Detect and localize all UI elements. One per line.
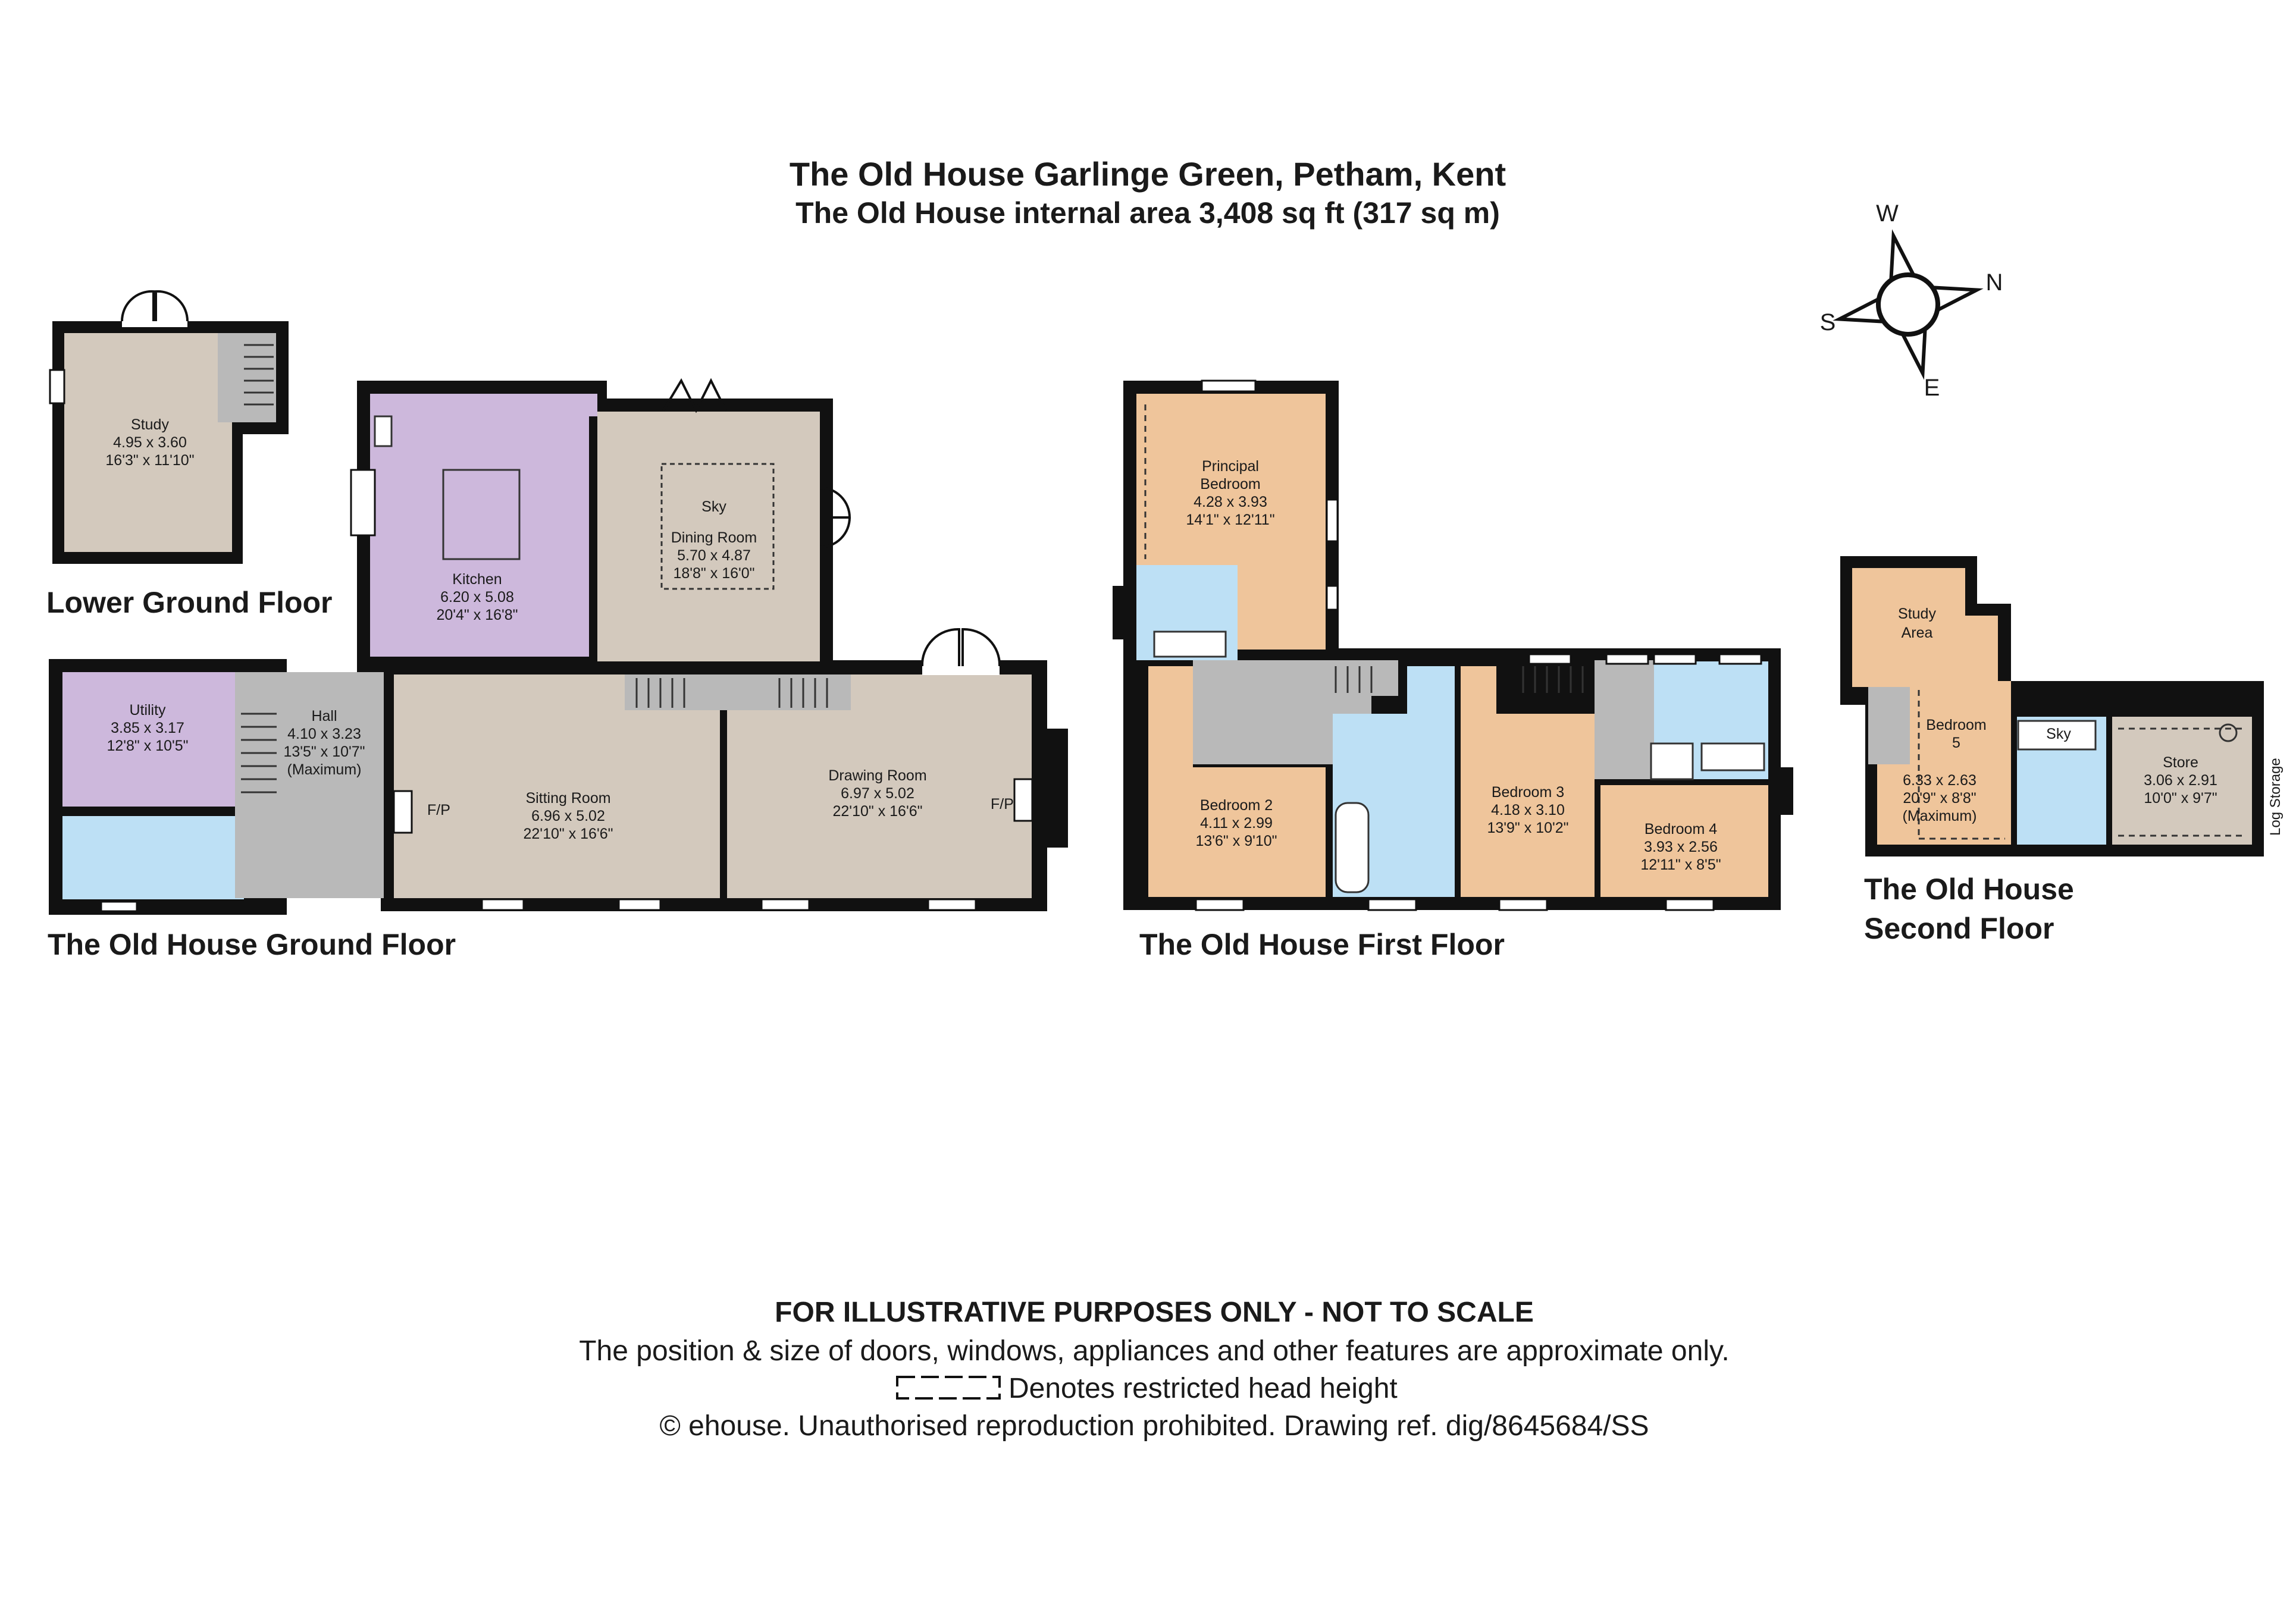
floor-label-ground: The Old House Ground Floor [48, 928, 456, 961]
utility-imperial: 12'8" x 10'5" [107, 738, 188, 754]
plan-subtitle: The Old House internal area 3,408 sq ft … [795, 196, 1500, 230]
compass-label-s: S [1820, 309, 1836, 335]
study-metric: 4.95 x 3.60 [113, 434, 187, 451]
drawing-name: Drawing Room [828, 767, 926, 784]
bedroom5-name-1: Bedroom [1926, 717, 1986, 733]
bedroom4-metric: 3.93 x 2.56 [1644, 839, 1718, 855]
study-imperial: 16'3" x 11'10" [105, 452, 194, 469]
kitchen-name: Kitchen [452, 571, 502, 588]
store-imperial: 10'0" x 9'7" [2144, 790, 2217, 807]
compass-label-n: N [1986, 269, 2003, 296]
ground-floor-plan [49, 378, 1068, 915]
disclaimer-line-4: © ehouse. Unauthorised reproduction proh… [659, 1410, 1649, 1442]
principal-metric: 4.28 x 3.93 [1194, 494, 1267, 510]
compass-label-e: E [1924, 375, 1940, 401]
principal-name-1: Principal [1202, 458, 1259, 475]
floor-label-second-1: The Old House [1864, 873, 2074, 906]
bedroom5-name-2: 5 [1952, 735, 1960, 751]
log-storage-label: Log Storage [2267, 758, 2284, 836]
kitchen-metric: 6.20 x 5.08 [440, 589, 514, 605]
floor-label-lower-ground: Lower Ground Floor [46, 586, 333, 619]
store-name: Store [2163, 754, 2198, 771]
bedroom3-imperial: 13'9" x 10'2" [1487, 820, 1568, 836]
disclaimer-line-2: The position & size of doors, windows, a… [579, 1335, 1730, 1367]
plan-title: The Old House Garlinge Green, Petham, Ke… [790, 155, 1506, 193]
bedroom5-imperial: 20'9" x 8'8" [1903, 790, 1976, 807]
sitting-fp: F/P [427, 802, 450, 818]
kitchen-imperial: 20'4" x 16'8" [436, 607, 518, 623]
hall-name: Hall [311, 708, 337, 724]
dining-metric: 5.70 x 4.87 [677, 547, 751, 564]
disclaimer-heading: FOR ILLUSTRATIVE PURPOSES ONLY - NOT TO … [775, 1297, 1534, 1328]
bedroom3-metric: 4.18 x 3.10 [1491, 802, 1565, 818]
drawing-imperial: 22'10" x 16'6" [832, 803, 922, 820]
bedroom5-metric: 6.33 x 2.63 [1903, 772, 1976, 789]
disclaimer-line-3: Denotes restricted head height [1008, 1373, 1398, 1404]
study-area-line1: Study [1898, 605, 1936, 622]
store-metric: 3.06 x 2.91 [2144, 772, 2217, 789]
utility-metric: 3.85 x 3.17 [111, 720, 184, 736]
bedroom2-metric: 4.11 x 2.99 [1200, 815, 1273, 832]
dining-sky: Sky [701, 498, 726, 515]
utility-name: Utility [129, 702, 166, 719]
first-floor-plan [1113, 379, 1793, 911]
bedroom4-imperial: 12'11" x 8'5" [1640, 857, 1721, 873]
floor-label-second-2: Second Floor [1864, 912, 2054, 945]
sitting-name: Sitting Room [525, 790, 610, 807]
hall-note: (Maximum) [287, 761, 362, 778]
dining-imperial: 18'8" x 16'0" [673, 565, 754, 582]
hall-imperial: 13'5" x 10'7" [283, 743, 365, 760]
bedroom4-name: Bedroom 4 [1645, 821, 1717, 837]
study-area-line2: Area [1902, 625, 1933, 641]
bedroom2-imperial: 13'6" x 9'10" [1195, 833, 1277, 849]
compass-label-w: W [1876, 200, 1899, 227]
drawing-fp: F/P [991, 796, 1014, 812]
sitting-imperial: 22'10" x 16'6" [523, 826, 613, 842]
principal-name-2: Bedroom [1200, 476, 1260, 492]
hall-metric: 4.10 x 3.23 [287, 726, 361, 742]
drawing-metric: 6.97 x 5.02 [841, 785, 914, 802]
second-floor-plan [1840, 556, 2264, 857]
floor-label-first: The Old House First Floor [1139, 928, 1505, 961]
lower-ground-floor-plan [49, 290, 289, 564]
bedroom2-name: Bedroom 2 [1200, 797, 1273, 814]
bedroom3-name: Bedroom 3 [1492, 784, 1564, 801]
sky2-label: Sky [2046, 726, 2071, 742]
restricted-height-key-icon [896, 1376, 1001, 1400]
dining-name: Dining Room [671, 529, 757, 546]
compass-icon [1833, 229, 1984, 380]
bedroom5-note: (Maximum) [1903, 808, 1977, 824]
sitting-metric: 6.96 x 5.02 [531, 808, 605, 824]
principal-imperial: 14'1" x 12'11" [1186, 512, 1274, 528]
study-name: Study [131, 416, 169, 433]
